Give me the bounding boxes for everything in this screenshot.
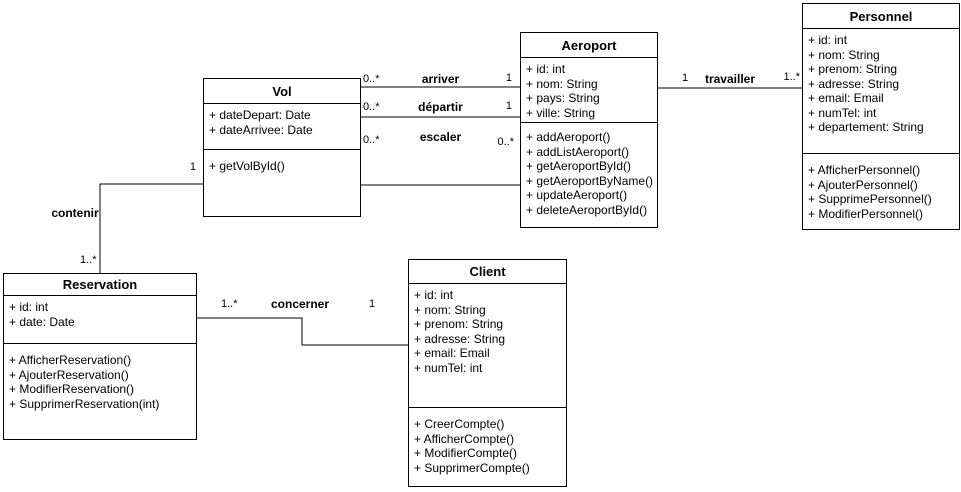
class-vol: Vol + dateDepart: Date + dateArrivee: Da… bbox=[203, 78, 361, 217]
class-client-methods: + CreerCompte() + AfficherCompte() + Mod… bbox=[409, 408, 566, 486]
travailler-personnel-multiplicity: 1..* bbox=[783, 71, 800, 83]
class-client: Client + id: int + nom: String + prenom:… bbox=[408, 259, 567, 487]
class-reservation-methods: + AfficherReservation() + AjouterReserva… bbox=[4, 344, 196, 439]
method-row: + ModifierCompte() bbox=[414, 446, 518, 460]
method-row: + SupprimePersonnel() bbox=[808, 192, 932, 206]
attribute-row: + email: Email bbox=[414, 346, 490, 360]
method-row: + addListAeroport() bbox=[526, 144, 630, 159]
method-row: + getAeroportByName() bbox=[526, 173, 654, 188]
attribute-row: + ville: String bbox=[526, 105, 596, 120]
method-row: + AjouterPersonnel() bbox=[808, 177, 918, 192]
association-concerner-line bbox=[197, 317, 408, 346]
association-concerner-label: concerner bbox=[270, 297, 330, 311]
escaler-aeroport-multiplicity: 0..* bbox=[497, 136, 514, 148]
contenir-reservation-multiplicity: 1..* bbox=[80, 254, 97, 266]
attribute-row: + numTel: int bbox=[414, 360, 483, 375]
association-arriver-label: arriver bbox=[421, 72, 460, 86]
arriver-aeroport-multiplicity: 1 bbox=[505, 72, 512, 84]
attribute-row: + dateDepart: Date bbox=[209, 108, 311, 122]
method-row: + SupprimerReservation(int) bbox=[9, 396, 160, 411]
method-row: + AfficherPersonnel() bbox=[808, 163, 921, 177]
class-aeroport-attributes: + id: int + nom: String + pays: String +… bbox=[521, 58, 657, 123]
attribute-row: + dateArrivee: Date bbox=[209, 122, 313, 137]
concerner-reservation-multiplicity: 1..* bbox=[221, 298, 238, 310]
contenir-vol-multiplicity: 1 bbox=[189, 161, 196, 173]
association-contenir-label: contenir bbox=[51, 206, 99, 220]
attribute-row: + nom: String bbox=[414, 302, 486, 317]
method-row: + addAeroport() bbox=[526, 130, 611, 144]
method-row: + AjouterReservation() bbox=[9, 367, 129, 382]
attribute-row: + email: Email bbox=[808, 91, 884, 105]
class-aeroport: Aeroport + id: int + nom: String + pays:… bbox=[520, 32, 658, 228]
method-row: + AfficherReservation() bbox=[9, 353, 132, 367]
class-aeroport-methods: + addAeroport() + addListAeroport() + ge… bbox=[521, 123, 657, 227]
attribute-row: + id: int bbox=[808, 33, 848, 47]
attribute-row: + numTel: int bbox=[808, 105, 877, 120]
class-reservation-attributes: + id: int + date: Date bbox=[4, 296, 196, 344]
attribute-row: + id: int bbox=[526, 62, 566, 76]
class-personnel: Personnel + id: int + nom: String + pren… bbox=[802, 3, 960, 230]
attribute-row: + pays: String bbox=[526, 91, 600, 105]
association-contenir-line bbox=[99, 183, 203, 273]
class-personnel-attributes: + id: int + nom: String + prenom: String… bbox=[803, 29, 959, 154]
departir-vol-multiplicity: 0..* bbox=[363, 101, 380, 113]
class-reservation-title: Reservation bbox=[4, 274, 196, 296]
attribute-row: + prenom: String bbox=[808, 62, 898, 76]
association-travailler-label: travailler bbox=[704, 72, 756, 86]
class-vol-methods: + getVolById() bbox=[204, 150, 360, 216]
class-client-attributes: + id: int + nom: String + prenom: String… bbox=[409, 284, 566, 408]
method-row: + ModifierPersonnel() bbox=[808, 206, 924, 221]
attribute-row: + departement: String bbox=[808, 120, 924, 134]
attribute-row: + adresse: String bbox=[414, 331, 506, 346]
association-escaler-label: escaler bbox=[419, 130, 462, 144]
method-row: + SupprimerCompte() bbox=[414, 460, 530, 475]
attribute-row: + id: int bbox=[9, 300, 49, 314]
method-row: + getVolById() bbox=[209, 159, 285, 173]
method-row: + ModifierReservation() bbox=[9, 382, 135, 396]
attribute-row: + prenom: String bbox=[414, 317, 504, 331]
method-row: + updateAeroport() bbox=[526, 188, 628, 202]
method-row: + deleteAeroportById() bbox=[526, 202, 648, 217]
departir-aeroport-multiplicity: 1 bbox=[505, 100, 512, 112]
class-personnel-title: Personnel bbox=[803, 4, 959, 29]
class-reservation: Reservation + id: int + date: Date + Aff… bbox=[3, 273, 197, 440]
attribute-row: + id: int bbox=[414, 288, 454, 302]
attribute-row: + nom: String bbox=[526, 76, 598, 91]
attribute-row: + adresse: String bbox=[808, 76, 900, 91]
escaler-vol-multiplicity: 0..* bbox=[363, 134, 380, 146]
class-aeroport-title: Aeroport bbox=[521, 33, 657, 58]
class-personnel-methods: + AfficherPersonnel() + AjouterPersonnel… bbox=[803, 154, 959, 229]
class-vol-title: Vol bbox=[204, 79, 360, 104]
association-departir-label: départir bbox=[418, 100, 463, 114]
attribute-row: + date: Date bbox=[9, 314, 75, 329]
travailler-aeroport-multiplicity: 1 bbox=[682, 72, 689, 84]
class-vol-attributes: + dateDepart: Date + dateArrivee: Date bbox=[204, 104, 360, 150]
method-row: + CreerCompte() bbox=[414, 417, 505, 431]
attribute-row: + nom: String bbox=[808, 47, 880, 62]
arriver-vol-multiplicity: 0..* bbox=[363, 73, 380, 85]
method-row: + AfficherCompte() bbox=[414, 431, 515, 446]
concerner-client-multiplicity: 1 bbox=[369, 298, 376, 310]
class-client-title: Client bbox=[409, 260, 566, 284]
method-row: + getAeroportById() bbox=[526, 159, 632, 173]
